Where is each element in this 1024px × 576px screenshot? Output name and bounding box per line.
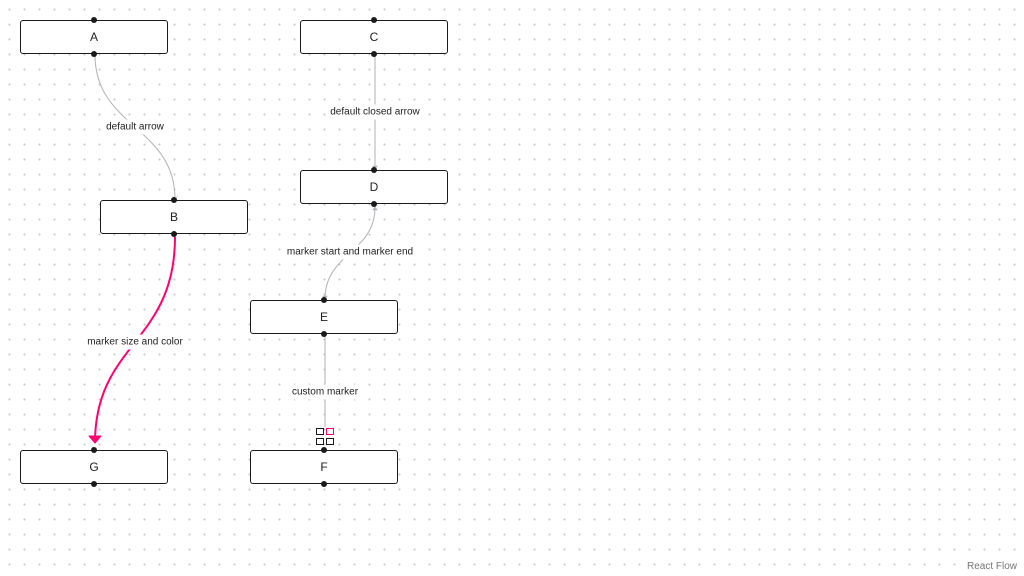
node-label: B — [169, 210, 178, 224]
node-label: A — [89, 30, 98, 44]
node-f[interactable]: F — [250, 447, 398, 487]
source-handle[interactable] — [371, 201, 377, 207]
node-d[interactable]: D — [300, 167, 448, 207]
source-handle[interactable] — [171, 231, 177, 237]
target-handle[interactable] — [321, 447, 327, 453]
node-c[interactable]: C — [300, 17, 448, 57]
target-handle[interactable] — [171, 197, 177, 203]
node-label: F — [320, 460, 328, 474]
target-handle[interactable] — [91, 447, 97, 453]
target-handle[interactable] — [371, 17, 377, 23]
target-handle[interactable] — [371, 167, 377, 173]
custom-marker-icon — [316, 428, 334, 445]
node-label: E — [319, 310, 328, 324]
node-label: D — [369, 180, 379, 194]
source-handle[interactable] — [91, 481, 97, 487]
source-handle[interactable] — [321, 331, 327, 337]
node-label: G — [89, 460, 99, 474]
target-handle[interactable] — [321, 297, 327, 303]
edge-label-default-arrow: default arrow — [102, 119, 168, 135]
source-handle[interactable] — [91, 51, 97, 57]
edge-label-marker-start-end: marker start and marker end — [282, 244, 418, 260]
edge-label-default-closed-arrow: default closed arrow — [326, 104, 424, 120]
source-handle[interactable] — [321, 481, 327, 487]
node-e[interactable]: E — [250, 297, 398, 337]
attribution-link[interactable]: React Flow — [963, 559, 1020, 574]
node-a[interactable]: A — [20, 17, 168, 57]
node-g[interactable]: G — [20, 447, 168, 487]
source-handle[interactable] — [371, 51, 377, 57]
edge-label-custom-marker: custom marker — [287, 384, 363, 400]
node-b[interactable]: B — [100, 197, 248, 237]
node-label: C — [369, 30, 379, 44]
edge-label-marker-size-color: marker size and color — [83, 334, 187, 350]
target-handle[interactable] — [91, 17, 97, 23]
